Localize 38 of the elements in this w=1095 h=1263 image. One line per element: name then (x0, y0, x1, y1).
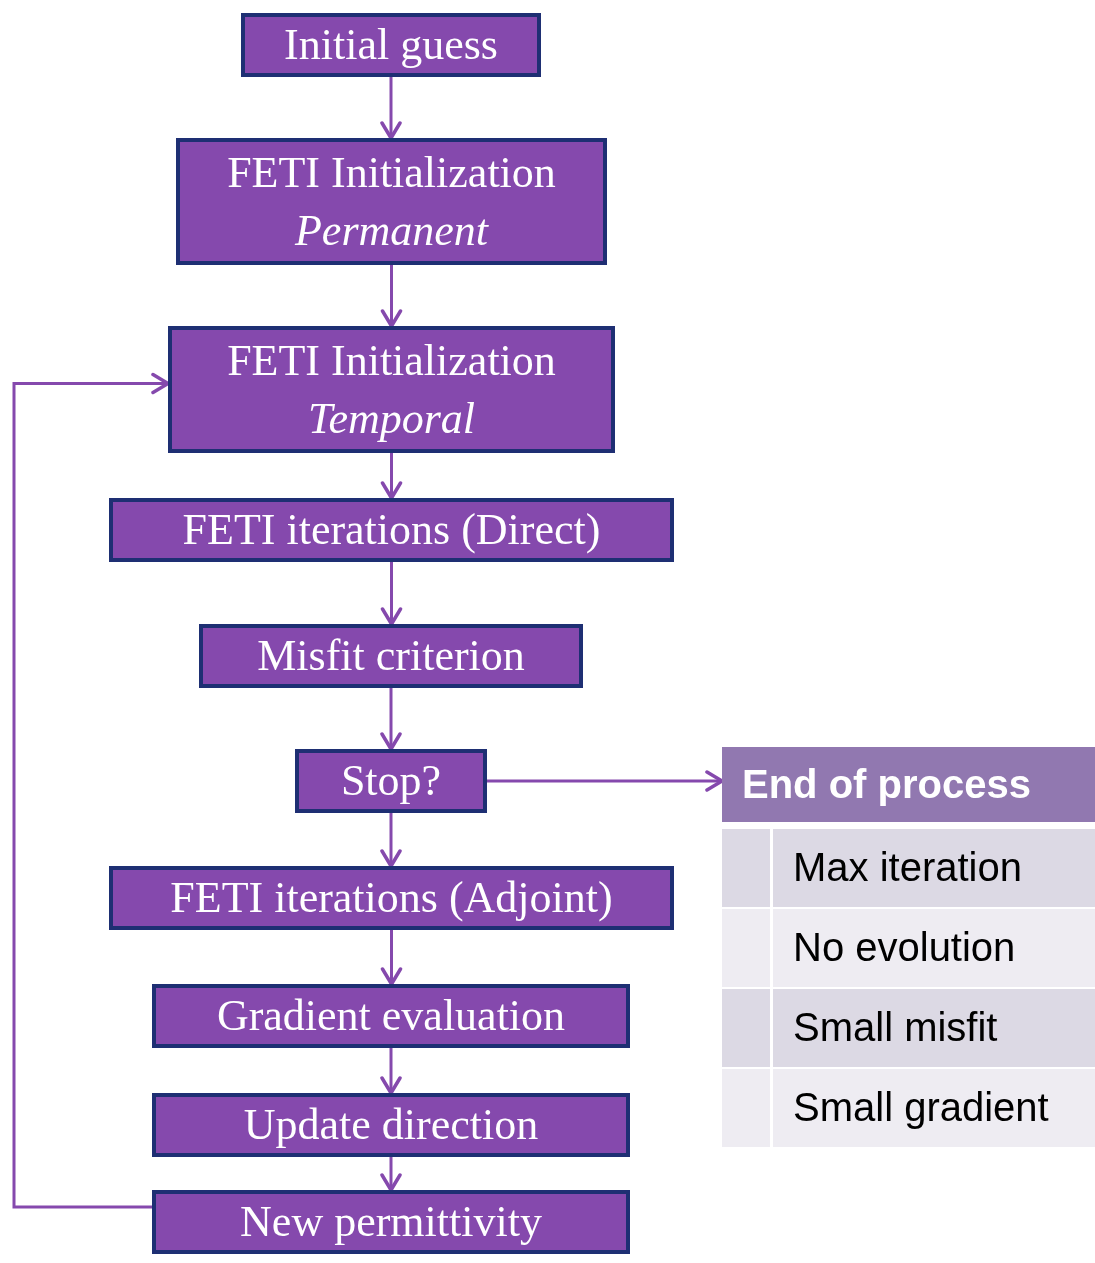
process-box (109, 498, 674, 562)
node-text: Misfit criterion (257, 630, 525, 683)
process-box (168, 326, 615, 453)
table-text: Small misfit (793, 1005, 998, 1050)
arrow (380, 1157, 402, 1192)
node-text: FETI iterations (Adjoint) (170, 872, 613, 925)
arrow (380, 562, 403, 626)
process-box (152, 1190, 630, 1254)
table-header: End of process (722, 747, 1095, 822)
arrow (380, 813, 402, 868)
arrow (487, 770, 724, 792)
process-box (176, 138, 607, 265)
table-text: No evolution (793, 925, 1016, 970)
node-text: Stop? (340, 755, 442, 808)
process-box (199, 624, 583, 688)
process-box (295, 749, 487, 813)
arrow (380, 265, 403, 328)
arrow (380, 1048, 402, 1095)
node-text: Update direction (243, 1099, 539, 1152)
process-box (152, 1093, 630, 1157)
arrow (380, 77, 402, 140)
node-text: New permittivity (240, 1196, 542, 1249)
process-box (109, 866, 674, 930)
node-subtitle: Permanent (294, 204, 489, 257)
node-text: FETI Initialization (227, 147, 556, 200)
node-subtitle: Temporal (307, 392, 476, 445)
process-box (152, 984, 630, 1048)
arrow (380, 930, 403, 986)
node-text: Gradient evaluation (216, 990, 566, 1043)
arrow (380, 453, 403, 500)
table-text: Max iteration (793, 845, 1022, 890)
node-text: Initial guess (284, 19, 498, 72)
table-text: Small gradient (793, 1085, 1049, 1130)
arrow (380, 688, 402, 751)
process-box (241, 13, 541, 77)
node-text: FETI Initialization (227, 335, 556, 388)
arrow (12, 372, 170, 1209)
node-text: FETI iterations (Direct) (182, 504, 601, 557)
